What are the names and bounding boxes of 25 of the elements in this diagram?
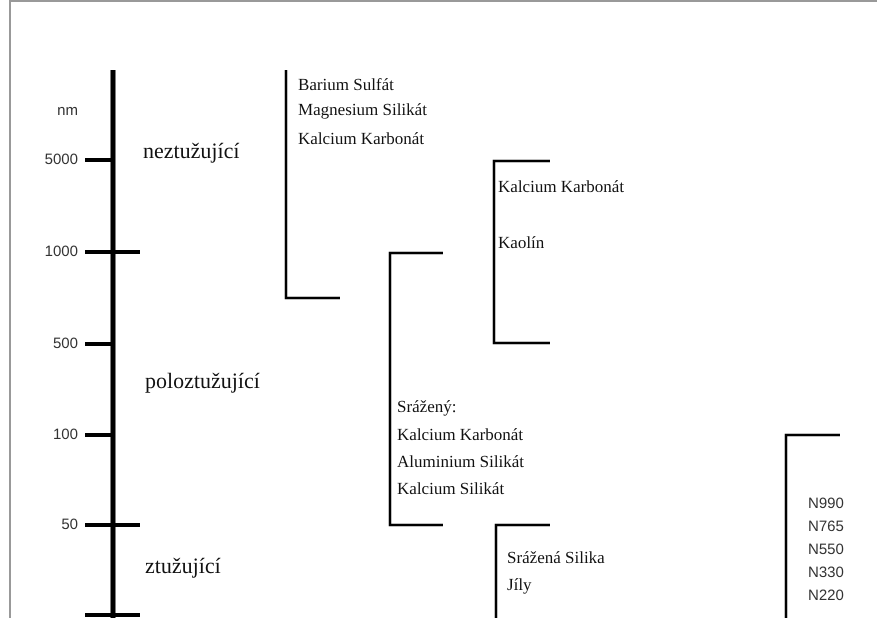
material-label: Kalcium Silikát (397, 480, 504, 497)
unit-label: nm (57, 103, 78, 118)
tick-label: 500 (52, 336, 78, 351)
material-label: Srážená Silika (507, 549, 605, 566)
material-label: N765 (808, 519, 844, 534)
material-label: Magnesium Silikát (298, 101, 427, 118)
category-label: neztužující (143, 140, 240, 162)
tick-label: 1000 (44, 244, 78, 259)
material-label: N990 (808, 496, 844, 511)
material-label: N330 (808, 565, 844, 580)
material-label: Srážený: (397, 398, 456, 415)
material-label: Kalcium Karbonát (498, 178, 624, 195)
tick-label: 5000 (44, 152, 78, 167)
tick-label: 100 (52, 427, 78, 442)
material-label: Barium Sulfát (298, 76, 394, 93)
material-label: Jíly (507, 576, 532, 593)
material-label: Kaolín (498, 234, 544, 251)
material-label: Aluminium Silikát (397, 453, 524, 470)
material-label: Kalcium Karbonát (397, 426, 524, 443)
material-label: N220 (808, 588, 844, 603)
material-label: Kalcium Karbonát (298, 130, 424, 147)
material-label: N550 (808, 542, 844, 557)
category-label: poloztužující (145, 370, 260, 392)
tick-label: 50 (61, 517, 78, 532)
category-label: ztužující (145, 555, 221, 577)
